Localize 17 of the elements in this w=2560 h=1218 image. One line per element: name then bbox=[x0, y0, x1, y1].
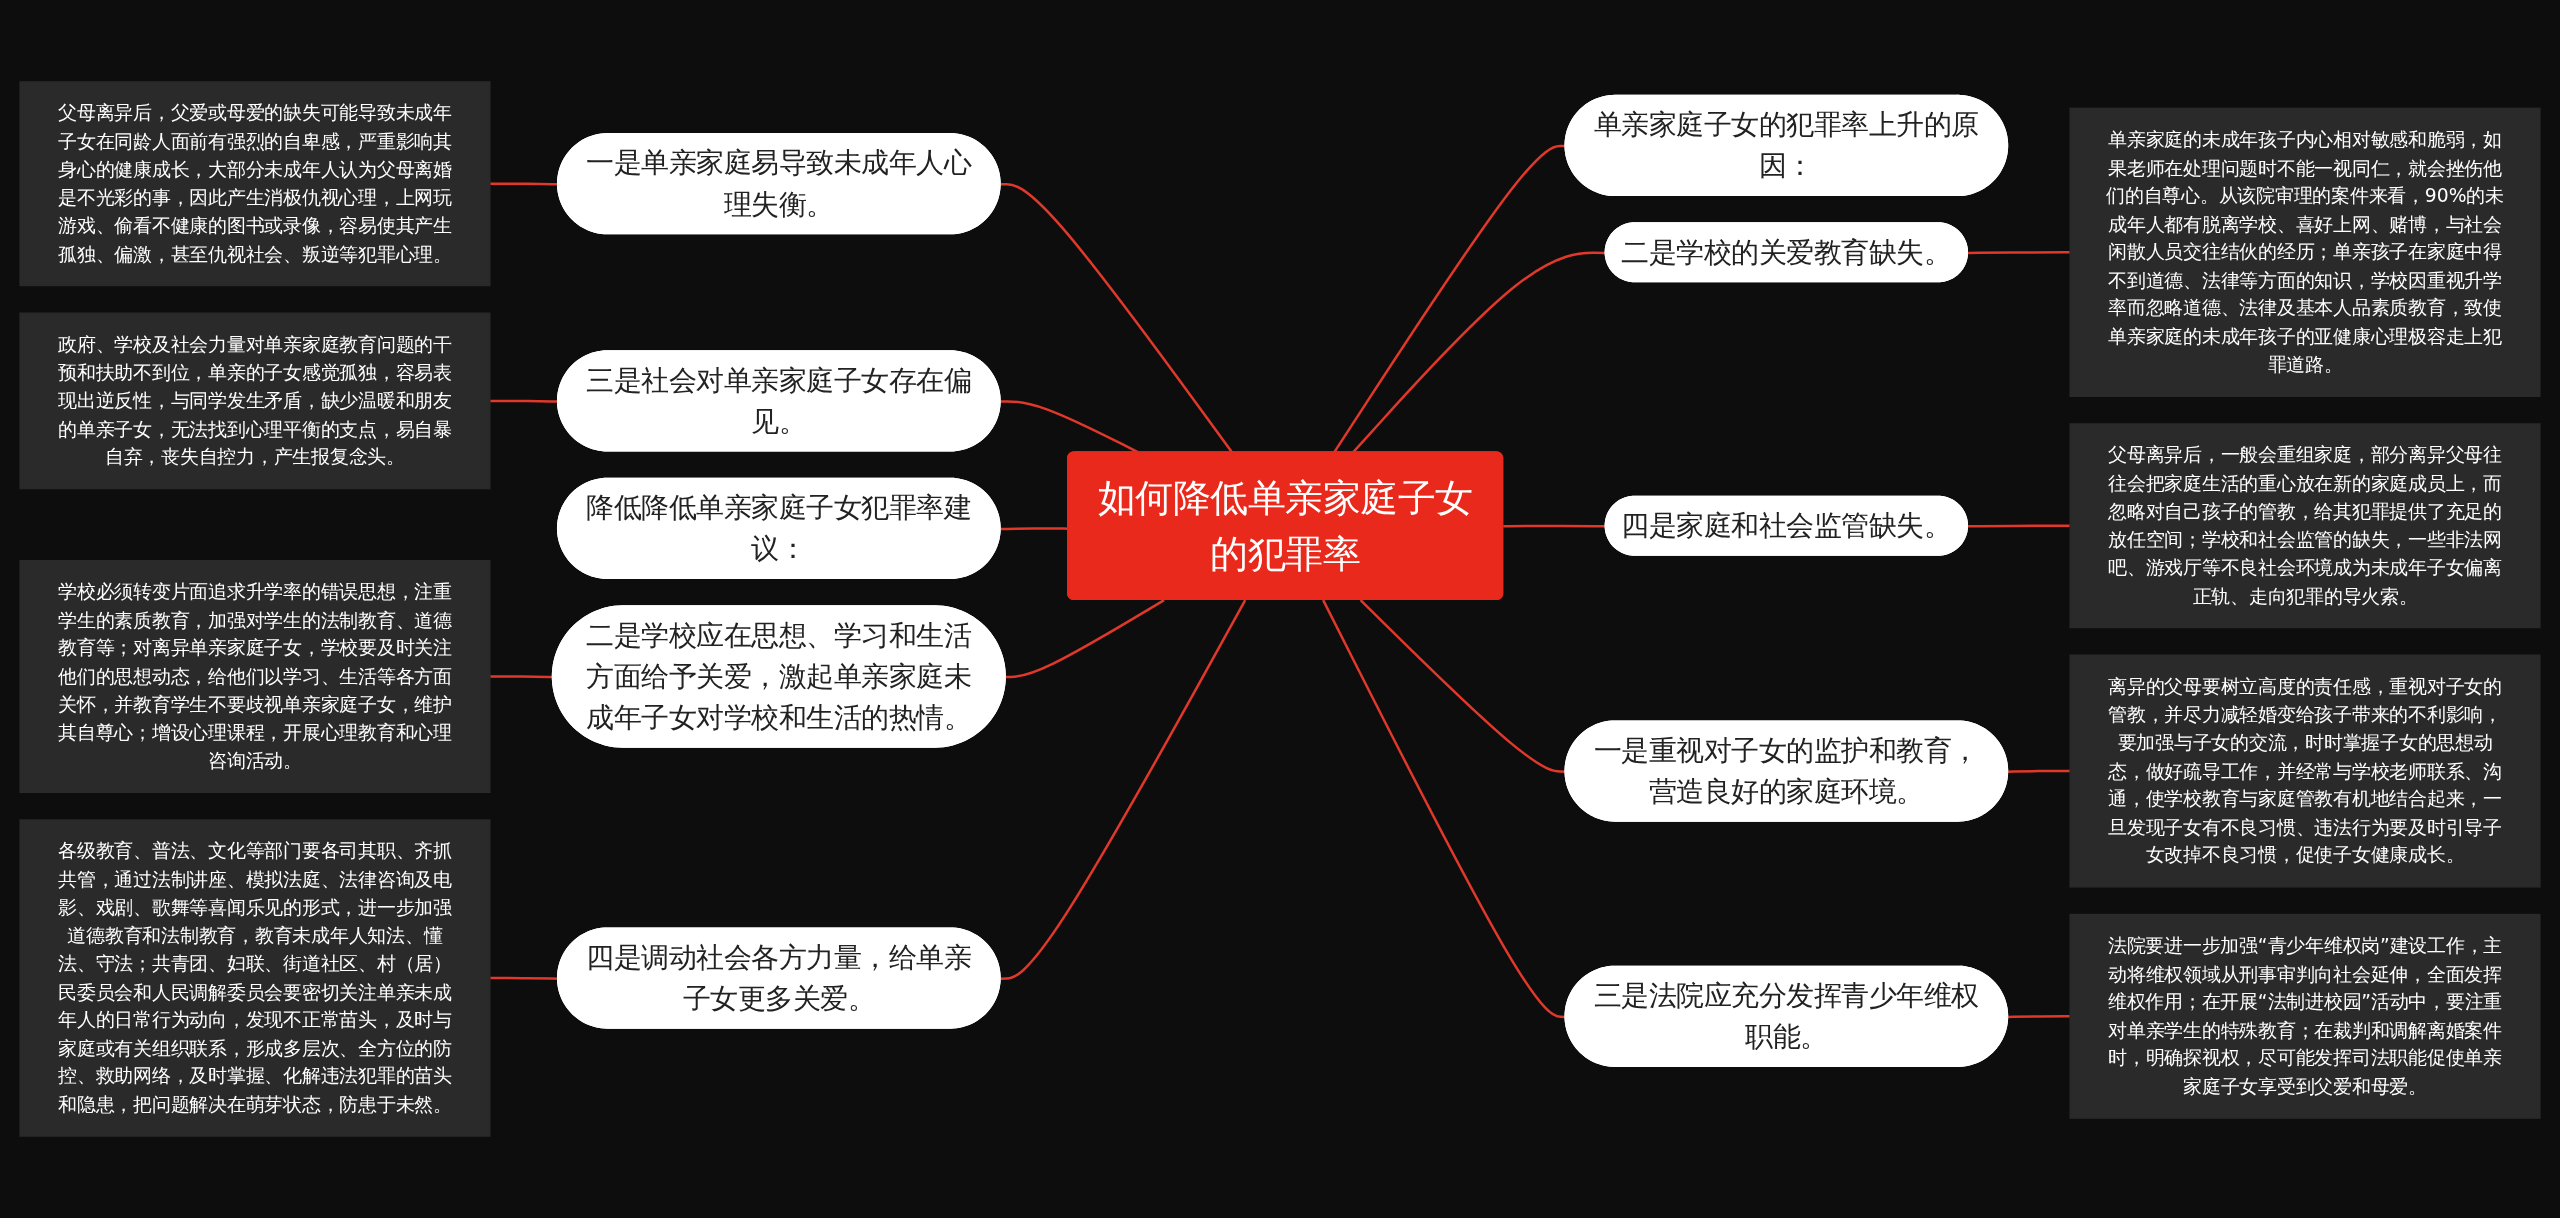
node-box: 父母离异后，父爱或母爱的缺失可能导致未成年子女在同龄人面前有强烈的自卑感，严重影响其身心的健康成长，大部分未成年人认为父母离婚是不光彩的事，因此产生消极仇视心理，上网玩游戏、偷看不健康的图书或录像，容易使其产生孤独、偏激，甚至仇视社会、叛逆等犯罪心理。 bbox=[19, 81, 491, 287]
node-box: 单亲家庭的未成年孩子内心相对敏感和脆弱，如果老师在处理问题时不能一视同仁，就会挫伤他们的自尊心。从该院审理的案件来看，90%的未成年人都有脱离学校、喜好上网、赌博，与社会闲散人员交往结伙的经历；单亲孩子在家庭中得不到道德、法律等方面的知识，学校因重视升学率而忽略道德、法律及基本人品素质教育，致使单亲家庭的未成年孩子的亚健康心理极容走上犯罪道路。 bbox=[2069, 107, 2541, 397]
connector bbox=[1968, 524, 2071, 528]
connector bbox=[1359, 599, 1566, 773]
connector bbox=[2008, 1015, 2071, 1019]
node-box: 政府、学校及社会力量对单亲家庭教育问题的干预和扶助不到位，单亲的子女感觉孤独，容易表现出逆反性，与同学发生矛盾，缺少温暖和朋友的单亲子女，无法找到心理平衡的支点，易自暴自弃，丧失自控力，产生报复念头。 bbox=[19, 312, 491, 490]
connector bbox=[1000, 599, 1247, 980]
connector bbox=[1322, 599, 1566, 1019]
node-box: 各级教育、普法、文化等部门要各司其职、齐抓共管，通过法制讲座、模拟法庭、法律咨询及电影、戏剧、歌舞等喜闻乐见的形式，进一步加强道德教育和法制教育，教育未成年人知法、懂法、守法；共青团、妇联、街道社区、村（居）民委员会和人民调解委员会要密切关注单亲未成年人的日常行为动向，发现不正常苗头，及时与家庭或有关组织联系，形成多层次、全方位的防控、救助网络，及时掌握、化解违法犯罪的苗头和隐患，把问题解决在萌芽状态，防患于未然。 bbox=[19, 819, 491, 1137]
connector bbox=[2008, 769, 2071, 773]
connector bbox=[1005, 599, 1165, 679]
node-box: 父母离异后，一般会重组家庭，部分离异父母往往会把家庭生活的重心放在新的家庭成员上，而忽略对自己孩子的管教，给其犯罪提供了充足的放任空间；学校和社会监管的缺失，一些非法网吧、游戏厅等不良社会环境成为未成年子女偏离正轨、走向犯罪的导火索。 bbox=[2069, 423, 2541, 629]
connector bbox=[1503, 524, 1606, 528]
node-box: 离异的父母要树立高度的责任感，重视对子女的管教，并尽力减轻婚变给孩子带来的不利影响，要加强与子女的交流，时时掌握子女的思想动态，做好疏导工作，并经常与学校老师联系、沟通，使学校教育与家庭管教有机地结合起来，一旦发现子女有不良习惯、违法行为要及时引导子女改掉不良习惯，促使子女健康成长。 bbox=[2069, 654, 2541, 888]
connector bbox=[1968, 251, 2071, 255]
node-box: 法院要进一步加强“青少年维权岗”建设工作，主动将维权领域从刑事审判向社会延伸，全面发挥维权作用；在开展“法制进校园”活动中，要注重对单亲学生的特殊教育；在裁判和调解离婚案件时，明确探视权，尽可能发挥司法职能促使单亲家庭子女享受到父爱和母爱。 bbox=[2069, 913, 2541, 1119]
node-box: 学校必须转变片面追求升学率的错误思想，注重学生的素质教育，加强对学生的法制教育、道德教育等；对离异单亲家庭子女，学校要及时关注他们的思想动态，给他们以学习、生活等各方面关怀，并教育学生不要歧视单亲家庭子女，维护其自尊心；增设心理课程，开展心理教育和心理咨询活动。 bbox=[19, 559, 491, 794]
